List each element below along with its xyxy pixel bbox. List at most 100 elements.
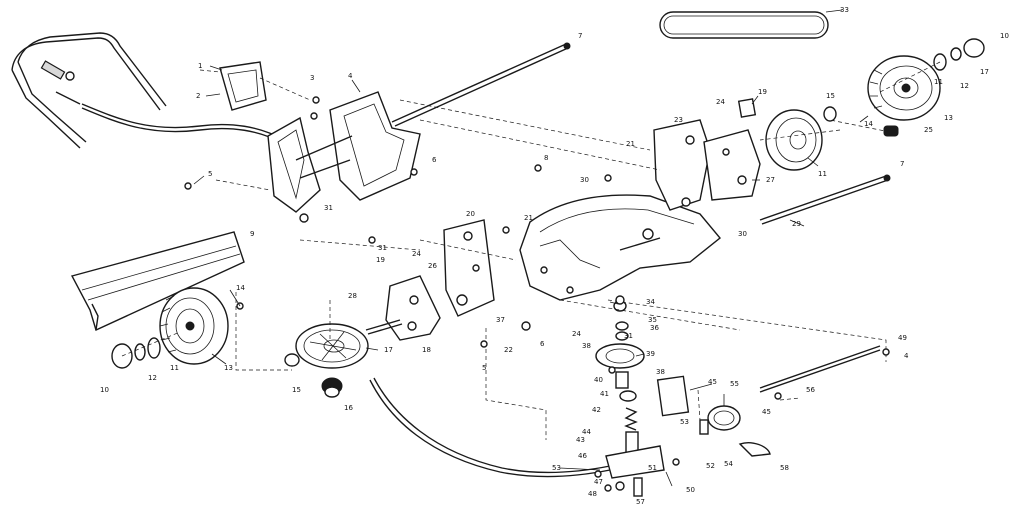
left-hubcap-set xyxy=(111,331,181,369)
callout-1: 1 xyxy=(198,62,202,70)
callout-11c: 11 xyxy=(934,78,943,86)
control-rod-56 xyxy=(759,345,881,393)
callout-15: 15 xyxy=(292,386,301,394)
callout-49: 49 xyxy=(898,334,907,342)
side-skirt-panel xyxy=(70,231,245,331)
right-side-bracket xyxy=(653,119,761,211)
callout-54: 54 xyxy=(724,460,733,468)
callout-33: 33 xyxy=(840,6,849,14)
callout-labels: 1 2 3 4 5 5 6 6 7 7 8 9 10 10 11 11 11 1… xyxy=(100,6,1009,506)
washer-15 xyxy=(284,353,300,367)
rear-axle-rod xyxy=(391,42,571,127)
callout-6: 6 xyxy=(432,156,437,164)
callout-17: 17 xyxy=(384,346,393,354)
callout-4b: 4 xyxy=(904,352,909,360)
callout-15b: 15 xyxy=(826,92,835,100)
callout-56: 56 xyxy=(806,386,815,394)
callout-13b: 13 xyxy=(944,114,953,122)
callout-19b: 19 xyxy=(758,88,767,96)
callout-31c: 31 xyxy=(624,332,633,340)
callout-8: 8 xyxy=(544,154,548,162)
callout-44: 44 xyxy=(582,428,591,436)
callout-45b: 45 xyxy=(762,408,771,416)
callout-35: 35 xyxy=(648,316,657,324)
callout-46: 46 xyxy=(578,452,587,460)
callout-51: 51 xyxy=(648,464,657,472)
callout-57: 57 xyxy=(636,498,645,506)
callout-21: 21 xyxy=(524,214,533,222)
callout-14: 14 xyxy=(236,284,245,292)
right-rear-wheel xyxy=(867,55,941,121)
right-drive-pulley xyxy=(765,109,823,171)
callout-10b: 10 xyxy=(1000,32,1009,40)
callout-30b: 30 xyxy=(738,230,747,238)
callout-10: 10 xyxy=(100,386,109,394)
callout-53b: 53 xyxy=(680,418,689,426)
callout-43: 43 xyxy=(576,436,585,444)
callout-40: 40 xyxy=(594,376,603,384)
callout-5b: 5 xyxy=(482,364,486,372)
callout-13: 13 xyxy=(224,364,233,372)
callout-6b: 6 xyxy=(540,340,545,348)
discharge-chute xyxy=(267,91,421,213)
callout-55: 55 xyxy=(730,380,739,388)
drive-gear xyxy=(321,377,343,398)
callout-24: 24 xyxy=(412,250,421,258)
callout-48: 48 xyxy=(588,490,597,498)
callout-11b: 11 xyxy=(818,170,827,178)
callout-47: 47 xyxy=(594,478,603,486)
callout-50: 50 xyxy=(686,486,695,494)
callout-16: 16 xyxy=(344,404,353,412)
callout-7b: 7 xyxy=(900,160,904,168)
transmission-housing xyxy=(519,194,721,301)
clip-54 xyxy=(699,419,709,435)
part-39-cover xyxy=(656,375,690,417)
callout-39: 39 xyxy=(646,350,655,358)
left-side-plate xyxy=(385,275,441,341)
center-plate xyxy=(443,219,495,317)
bushing-19 xyxy=(737,98,757,118)
assembly-guide-lines xyxy=(215,77,891,440)
callout-31b: 31 xyxy=(378,244,387,252)
gear-25 xyxy=(883,125,899,137)
callout-25: 25 xyxy=(924,126,933,134)
callout-2: 2 xyxy=(196,92,200,100)
spindle-assembly xyxy=(595,300,665,497)
callout-41: 41 xyxy=(600,390,609,398)
left-drive-pulley xyxy=(295,319,403,369)
callout-29: 29 xyxy=(792,220,801,228)
drive-belt xyxy=(659,11,829,39)
handle-assembly xyxy=(11,32,167,149)
callout-4: 4 xyxy=(348,72,353,80)
callout-3: 3 xyxy=(310,74,314,82)
callout-17b: 17 xyxy=(980,68,989,76)
callout-23: 23 xyxy=(674,116,683,124)
callout-42: 42 xyxy=(592,406,601,414)
part-2-bracket xyxy=(199,61,267,111)
callout-31: 31 xyxy=(324,204,333,212)
callout-36: 36 xyxy=(650,324,659,332)
right-hubcap-set xyxy=(879,38,985,93)
callout-7: 7 xyxy=(578,32,582,40)
callout-34: 34 xyxy=(646,298,655,306)
callout-52: 52 xyxy=(706,462,715,470)
callout-27: 27 xyxy=(766,176,775,184)
callout-38b: 38 xyxy=(656,368,665,376)
throttle-cable xyxy=(81,103,285,145)
callout-20: 20 xyxy=(466,210,475,218)
callout-53: 53 xyxy=(552,464,561,472)
callout-12b: 12 xyxy=(960,82,969,90)
left-rear-wheel xyxy=(159,287,229,365)
drive-control-cable xyxy=(369,377,611,478)
callout-9: 9 xyxy=(250,230,254,238)
clip-58 xyxy=(738,442,771,457)
callout-24b: 24 xyxy=(716,98,725,106)
callout-45: 45 xyxy=(708,378,717,386)
callout-26: 26 xyxy=(428,262,437,270)
callout-58: 58 xyxy=(780,464,789,472)
callout-5: 5 xyxy=(208,170,212,178)
front-axle-rod xyxy=(759,174,891,225)
callout-11: 11 xyxy=(170,364,179,372)
spring-ring-55 xyxy=(707,405,741,431)
